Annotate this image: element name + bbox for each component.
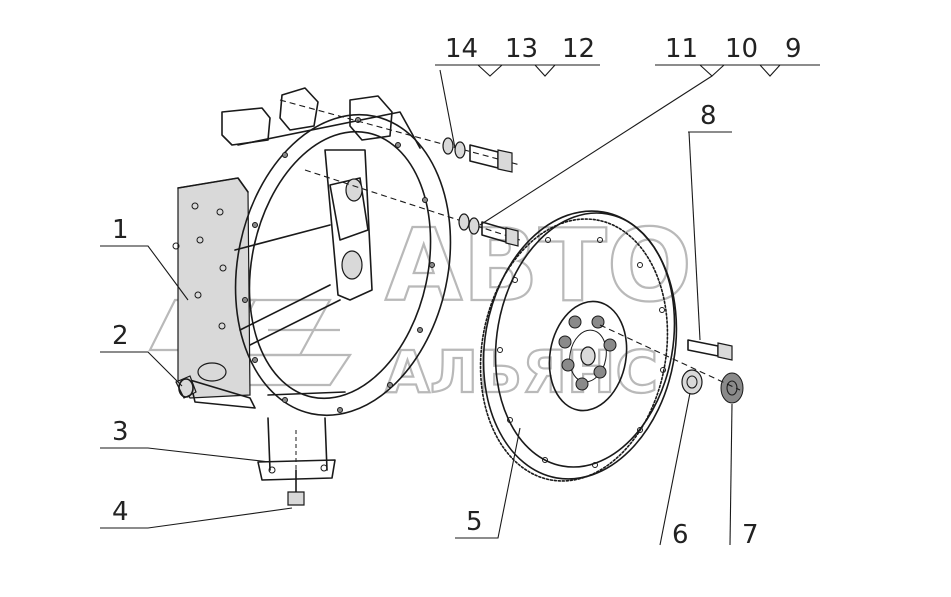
- callout-7: 7: [742, 520, 759, 550]
- callout-11: 11: [665, 34, 698, 64]
- watermark-line1: АВТО: [385, 207, 692, 324]
- callout-8: 8: [700, 101, 717, 131]
- callout-5: 5: [466, 507, 483, 537]
- callout-3: 3: [112, 417, 129, 447]
- seal-part-7: [720, 372, 744, 404]
- bolt-part-4: [287, 430, 305, 506]
- bolt-part-8: [599, 324, 741, 391]
- callout-4: 4: [112, 497, 129, 527]
- bearing-part-6: [681, 369, 703, 395]
- bolt-set-9-11: [304, 169, 521, 247]
- flywheel-housing: [172, 87, 452, 481]
- callout-13: 13: [505, 34, 538, 64]
- callout-9: 9: [785, 34, 802, 64]
- callout-labels: 1 2 3 4 5 6 7 8 9 10 11 12 13 14: [112, 34, 802, 550]
- flywheel: [479, 210, 678, 482]
- callout-2: 2: [112, 321, 129, 351]
- bolt-set-12-14: [279, 99, 521, 173]
- plug-part-2: [175, 375, 197, 399]
- callout-10: 10: [725, 34, 758, 64]
- callout-12: 12: [562, 34, 595, 64]
- watermark-logo: АВТО АЛЬЯНС: [148, 206, 693, 407]
- callout-6: 6: [672, 520, 689, 550]
- callout-14: 14: [445, 34, 478, 64]
- watermark-line2: АЛЬЯНС: [385, 338, 658, 406]
- leader-lines: [100, 64, 820, 546]
- callout-1: 1: [112, 215, 129, 245]
